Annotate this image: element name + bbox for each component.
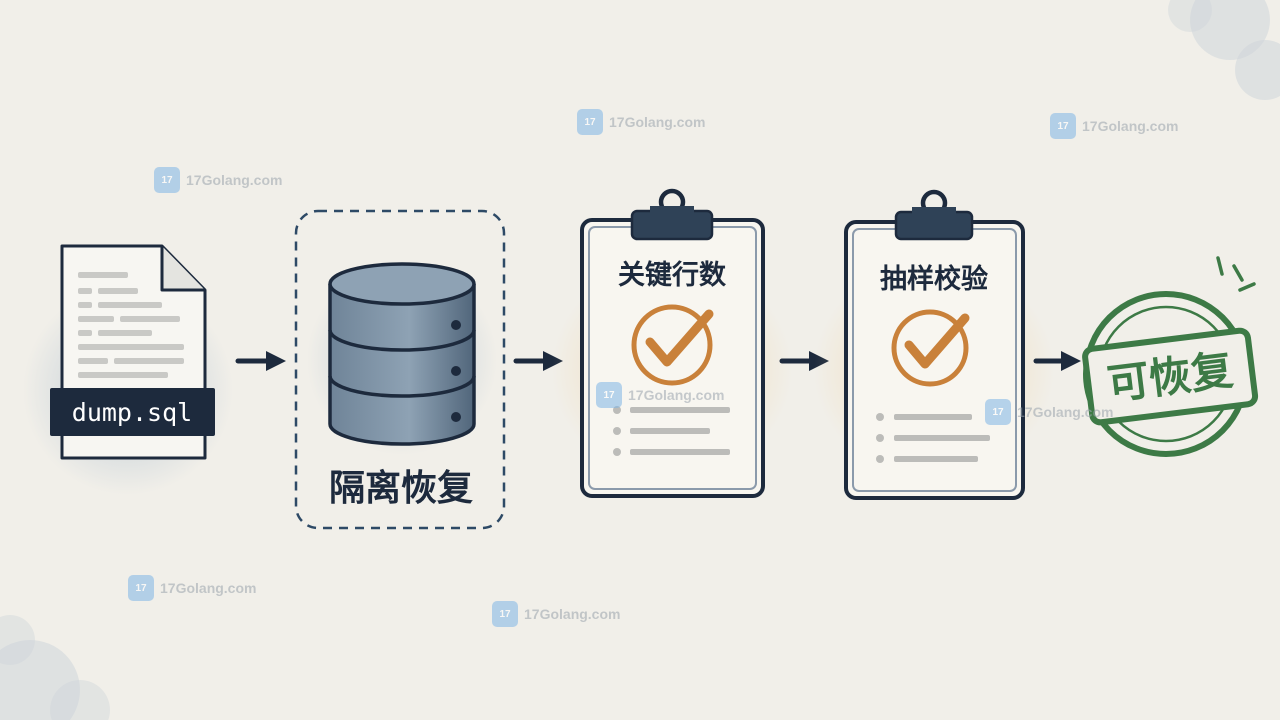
checklist-lines: [613, 406, 730, 456]
check-circle-icon: [631, 304, 714, 386]
key-row-count-node: 关键行数: [552, 188, 792, 498]
key-row-count-label: 关键行数: [618, 259, 727, 291]
check-circle-icon: [891, 309, 970, 387]
sample-check-label: 抽样校验: [880, 263, 988, 295]
corner-texture-bottom-left: [0, 615, 110, 720]
arrow-4: [1033, 351, 1081, 371]
dump-file-node: dump.sql: [23, 244, 233, 495]
checklist-lines: [876, 413, 990, 463]
clipboard-clip-icon: [894, 189, 974, 241]
recoverable-stamp: 可恢复: [1082, 256, 1259, 457]
file-label: dump.sql: [72, 398, 192, 427]
isolated-restore-label: 隔离恢复: [329, 468, 473, 509]
database-icon: [328, 262, 476, 446]
clipboard-clip-icon: [630, 188, 714, 241]
sample-check-node: 抽样校验: [814, 189, 1054, 500]
corner-texture-top-right: [1168, 0, 1280, 100]
isolated-restore-node: 隔离恢复: [294, 209, 506, 530]
arrow-1: [235, 351, 286, 371]
stamp-sparkle-marks: [1216, 256, 1256, 292]
file-text-lines: [78, 272, 184, 378]
